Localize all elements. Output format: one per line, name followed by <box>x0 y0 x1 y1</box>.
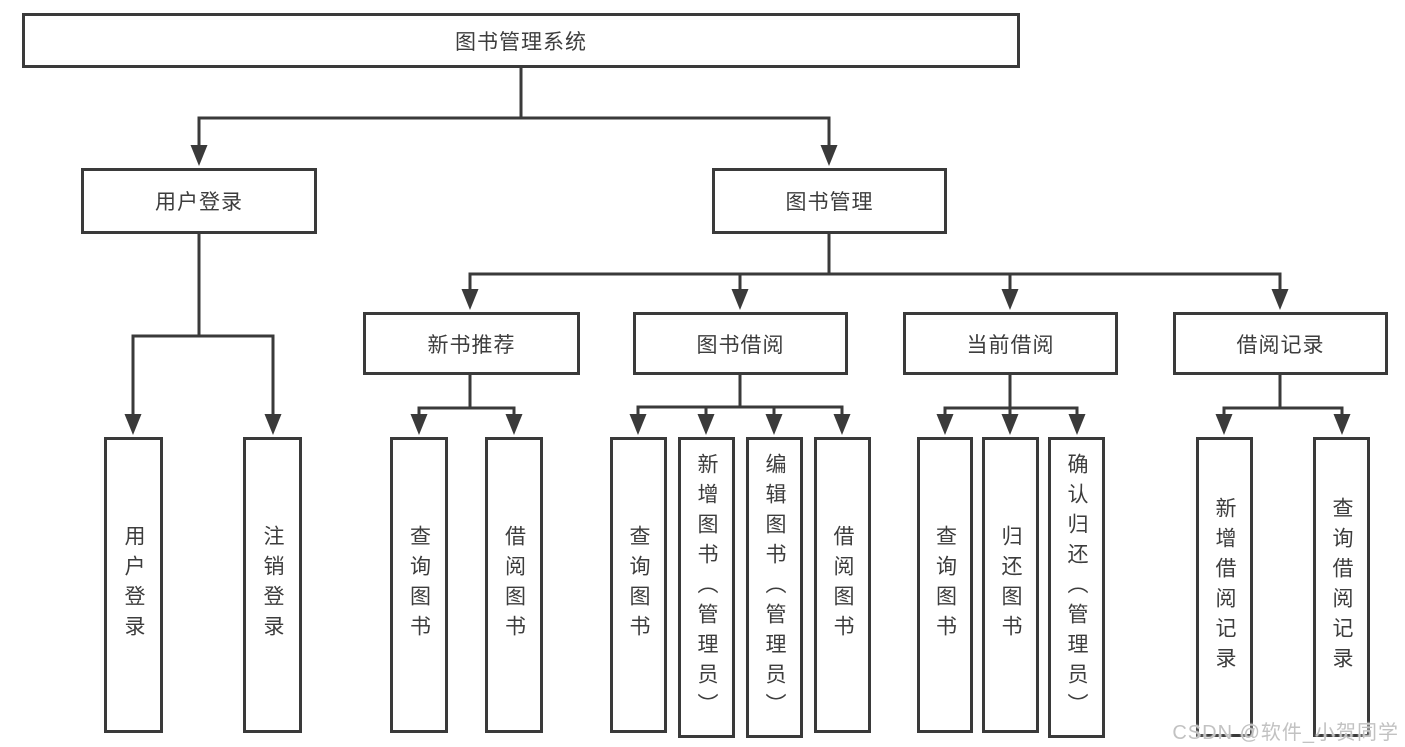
node-leaf-edit-books-admin: 编辑图书（管理员） <box>746 437 803 738</box>
node-borrow-records-label: 借阅记录 <box>1236 333 1325 357</box>
node-library-system: 图书管理系统 <box>22 13 1020 68</box>
node-library-system-label: 图书管理系统 <box>455 30 587 54</box>
node-leaf-user-login-label: 用户登录 <box>122 525 145 645</box>
node-current-borrow: 当前借阅 <box>903 312 1118 375</box>
csdn-watermark: CSDN @软件_小贺同学 <box>1172 722 1399 744</box>
node-leaf-return-books-label: 归还图书 <box>999 525 1022 645</box>
node-leaf-borrow-books-recommend: 借阅图书 <box>485 437 543 733</box>
node-leaf-add-borrow-record: 新增借阅记录 <box>1196 437 1253 737</box>
node-leaf-borrow-books: 借阅图书 <box>814 437 871 733</box>
node-leaf-add-books-admin: 新增图书（管理员） <box>678 437 735 738</box>
node-leaf-query-books-recommend: 查询图书 <box>390 437 448 733</box>
node-borrow-records: 借阅记录 <box>1173 312 1388 375</box>
node-user-login-label: 用户登录 <box>155 191 243 214</box>
node-leaf-borrow-books-label: 借阅图书 <box>831 525 854 645</box>
node-new-book-recommend-label: 新书推荐 <box>427 333 516 357</box>
node-leaf-user-login: 用户登录 <box>104 437 163 733</box>
node-book-borrow: 图书借阅 <box>633 312 848 375</box>
node-leaf-query-books-borrow-label: 查询图书 <box>627 525 650 645</box>
node-leaf-query-borrow-record: 查询借阅记录 <box>1313 437 1370 737</box>
node-leaf-confirm-return-admin-label: 确认归还（管理员） <box>1065 452 1088 723</box>
node-leaf-add-books-admin-label: 新增图书（管理员） <box>695 452 718 723</box>
node-leaf-query-borrow-record-label: 查询借阅记录 <box>1330 497 1353 677</box>
node-leaf-add-borrow-record-label: 新增借阅记录 <box>1213 497 1236 677</box>
node-leaf-borrow-books-recommend-label: 借阅图书 <box>502 525 526 645</box>
node-user-login: 用户登录 <box>81 168 317 234</box>
node-new-book-recommend: 新书推荐 <box>363 312 580 375</box>
node-leaf-confirm-return-admin: 确认归还（管理员） <box>1048 437 1105 738</box>
node-leaf-edit-books-admin-label: 编辑图书（管理员） <box>763 452 786 723</box>
node-leaf-logout: 注销登录 <box>243 437 302 733</box>
node-leaf-logout-label: 注销登录 <box>261 525 284 645</box>
node-leaf-return-books: 归还图书 <box>982 437 1039 733</box>
node-leaf-query-books-borrow: 查询图书 <box>610 437 667 733</box>
node-book-management-label: 图书管理 <box>785 191 874 214</box>
node-leaf-query-books-current: 查询图书 <box>917 437 973 733</box>
node-book-borrow-label: 图书借阅 <box>696 333 785 357</box>
node-book-management: 图书管理 <box>712 168 947 234</box>
node-leaf-query-books-recommend-label: 查询图书 <box>407 525 431 645</box>
node-current-borrow-label: 当前借阅 <box>966 333 1055 357</box>
node-leaf-query-books-current-label: 查询图书 <box>933 525 957 645</box>
